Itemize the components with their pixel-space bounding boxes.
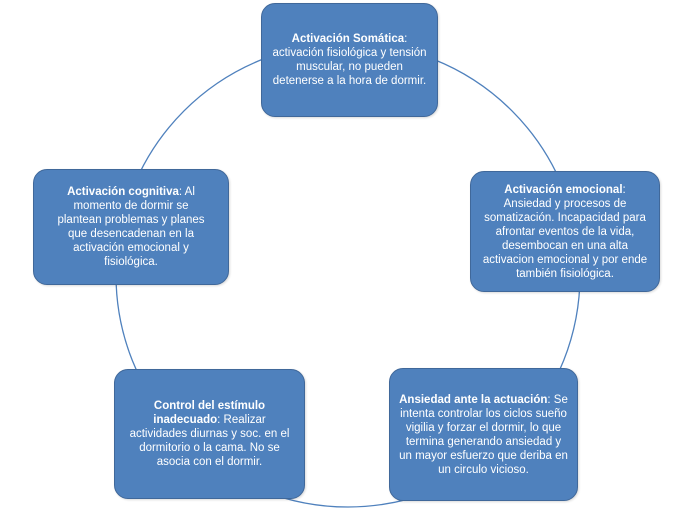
node-body: Realizar actividades diurnas y soc. en e… — [129, 414, 290, 468]
node-body: Ansiedad y procesos de somatización. Inc… — [482, 197, 648, 280]
node-title: Activación emocional — [504, 183, 623, 196]
node-separator: : — [404, 33, 408, 45]
node-separator: : — [622, 183, 626, 196]
node-text: Control del estímulo inadecuado: Realiza… — [124, 399, 295, 469]
node-text: Activación emocional: Ansiedad y proceso… — [480, 183, 650, 281]
node-title: Control del estímulo inadecuado — [153, 400, 266, 426]
node-body: Se intenta controlar los ciclos sueño vi… — [399, 393, 568, 476]
node-separator: : — [547, 393, 551, 406]
node-separator: : — [217, 414, 221, 426]
node-title: Activación cognitiva — [67, 186, 179, 198]
node-text: Ansiedad ante la actuación: Se intenta c… — [399, 393, 568, 477]
node-activacion-somatica: Activación Somática: activación fisiológ… — [261, 3, 438, 117]
node-activacion-emocional: Activación emocional: Ansiedad y proceso… — [470, 171, 660, 292]
node-ansiedad-actuacion: Ansiedad ante la actuación: Se intenta c… — [389, 368, 578, 501]
node-title: Ansiedad ante la actuación — [399, 393, 548, 406]
node-control-estimulo: Control del estímulo inadecuado: Realiza… — [114, 369, 305, 499]
node-text: Activación cognitiva: Al momento de dorm… — [51, 185, 211, 269]
node-body: activación fisiológica y tensión muscula… — [272, 47, 427, 87]
node-separator: : — [178, 186, 183, 198]
node-text: Activación Somática: activación fisiológ… — [271, 32, 428, 88]
node-title: Activación Somática — [291, 33, 405, 45]
node-body: Al momento de dormir se plantean problem… — [57, 186, 205, 268]
node-activacion-cognitiva: Activación cognitiva: Al momento de dorm… — [33, 169, 229, 285]
